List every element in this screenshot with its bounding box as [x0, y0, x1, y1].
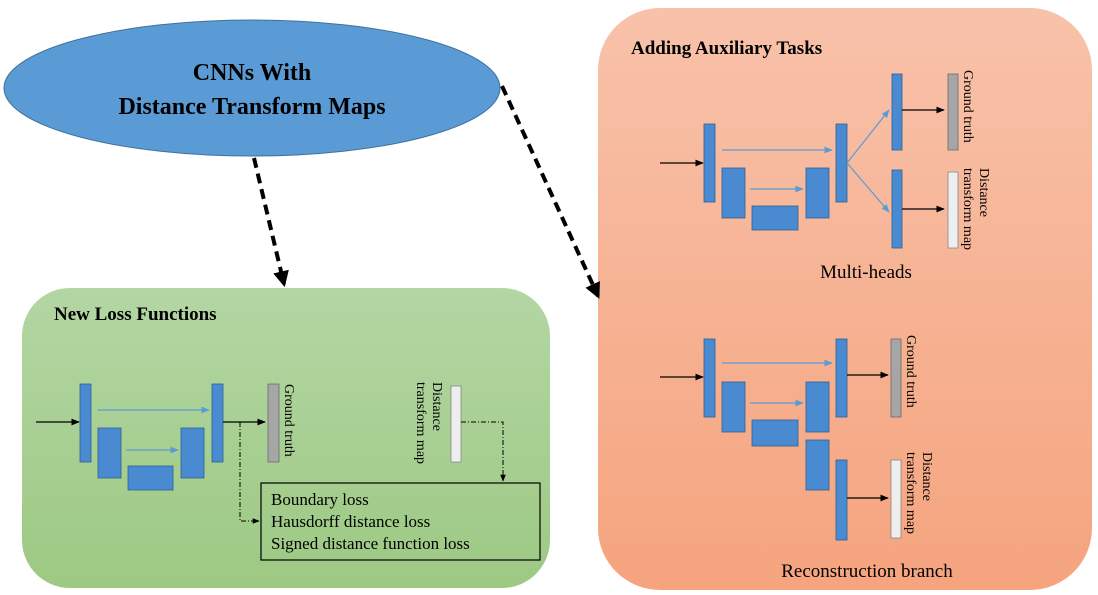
rc-ground-truth-bar	[890, 338, 902, 418]
mh-dtm-bar	[947, 171, 959, 249]
rc-recon-block-2	[805, 439, 830, 491]
mh-head-bottom	[891, 169, 903, 249]
rc-caption: Reconstruction branch	[781, 561, 953, 582]
recon-unet	[660, 338, 889, 541]
loss-list-box	[260, 482, 541, 561]
loss-unet	[36, 383, 266, 491]
aux-panel	[598, 8, 1092, 590]
mh-branch-arrow-top	[846, 109, 890, 164]
rc-dtm-label-line2: transform map	[903, 452, 918, 534]
rc-dtm-label-line1: Distance	[919, 452, 934, 501]
main-ellipse	[3, 19, 501, 157]
main-title-line2: Distance Transform Maps	[118, 94, 385, 120]
loss-decoder-block-1	[211, 383, 224, 463]
loss-dtm-bar	[450, 385, 462, 463]
multihead-unet	[660, 73, 945, 249]
loss-item-hausdorff: Hausdorff distance loss	[271, 512, 430, 531]
mh-decoder-block-1	[835, 123, 848, 203]
mh-encoder-block-2	[721, 167, 746, 219]
rc-dtm-bar	[890, 459, 902, 539]
loss-panel-title: New Loss Functions	[54, 304, 217, 325]
mh-caption: Multi-heads	[820, 262, 912, 283]
mh-ground-truth-bar	[947, 73, 959, 151]
mh-dtm-label-line1: Distance	[976, 168, 991, 217]
loss-encoder-block-1	[79, 383, 92, 463]
rc-ground-truth-label: Ground truth	[903, 335, 918, 408]
mh-branch-arrow-bottom	[846, 162, 890, 213]
aux-panel-title: Adding Auxiliary Tasks	[631, 38, 822, 59]
loss-encoder-block-2	[97, 427, 122, 479]
mh-ground-truth-label: Ground truth	[960, 70, 975, 143]
rc-encoder-block-1	[703, 338, 716, 418]
rc-recon-block-1	[835, 459, 848, 541]
loss-dtm-label-line2: transform map	[413, 382, 428, 464]
loss-decoder-block-2	[180, 427, 205, 479]
loss-ground-truth-label: Ground truth	[281, 384, 296, 457]
loss-gt-connector	[239, 422, 260, 524]
mh-head-top	[891, 73, 903, 151]
mh-dtm-label-line2: transform map	[960, 168, 975, 250]
mh-decoder-block-2	[805, 167, 830, 219]
rc-encoder-block-2	[721, 381, 746, 433]
mh-bottleneck-block	[751, 205, 799, 231]
dashed-arrow-to-loss	[252, 157, 289, 288]
mh-encoder-block-1	[703, 123, 716, 203]
loss-dtm-connector	[461, 421, 506, 482]
loss-panel	[22, 288, 550, 588]
main-title-line1: CNNs With	[193, 60, 311, 86]
loss-dtm-label-line1: Distance	[429, 382, 444, 431]
loss-item-boundary: Boundary loss	[271, 490, 369, 509]
rc-decoder-block-1	[835, 338, 848, 418]
rc-decoder-block-2	[805, 381, 830, 433]
dashed-arrow-to-aux	[500, 85, 600, 299]
loss-ground-truth-bar	[267, 383, 280, 463]
loss-item-signed-distance: Signed distance function loss	[271, 534, 470, 553]
loss-bottleneck-block	[127, 465, 174, 491]
rc-bottleneck-block	[751, 419, 799, 447]
